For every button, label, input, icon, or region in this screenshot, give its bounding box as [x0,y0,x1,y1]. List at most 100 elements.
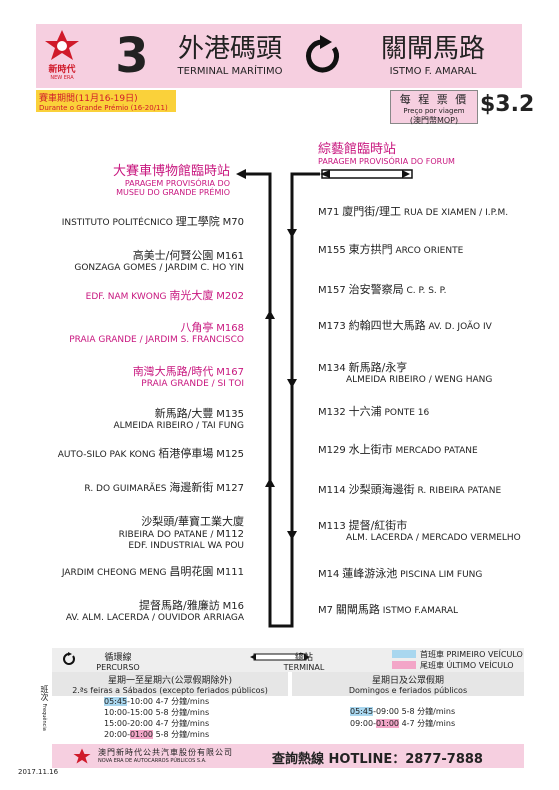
left-stop-line-1: R. DO GUIMARÃES 海邊新街 M127 [20,482,244,495]
last-bus-label: 尾班車 ÚLTIMO VEÍCULO [420,661,514,670]
schedule-frequency: 5-8 分鐘/mins [155,730,210,739]
logo-text-en: NEW ERA [50,75,74,81]
right-stop-item: M173 約翰四世大馬路 AV. D. JOÃO IV [318,320,538,333]
stop-code: M112 [216,529,244,540]
stop-code: M173 [318,321,346,332]
frequency-label-zh: 班次 [40,685,49,702]
left-stop-line-2: ALMEIDA RIBEIRO / TAI FUNG [20,421,244,432]
schedule-time: 09:00-01:00 [350,719,400,728]
left-stop-line-1: EDF. NAM KWONG 南光大廈 M202 [20,290,244,303]
legend-circular-zh: 循環線 [104,653,132,663]
right-stop-line: M134 新馬路/永亨 [318,362,538,375]
destination-zh: 關閘馬路 [380,34,485,64]
stop-code: M111 [216,567,244,578]
right-stop-item: M71 廈門街/理工 RUA DE XIAMEN / I.P.M. [318,206,538,219]
stop-name-pt: PRAIA GRANDE / JARDIM S. FRANCISCO [69,335,244,345]
terminal-museum-zh: 大賽車博物館臨時站 [112,164,230,179]
schedule-frequency: 4-7 分鐘/mins [155,697,210,706]
left-stop-line-2: GONZAGA GOMES / JARDIM C. HO YIN [20,263,244,274]
time-start: 05:45 [104,697,128,706]
right-stop-line: M71 廈門街/理工 RUA DE XIAMEN / I.P.M. [318,206,538,219]
right-stop-item: M157 治安警察局 C. P. S. P. [318,284,538,297]
weekday-header-pt: 2.ªs feiras a Sábados (excepto feriados … [72,686,268,695]
logo-text-zh: 新時代 [48,65,76,75]
stop-name-zh: 理工學院 [175,215,220,228]
time-start: 09:00 [350,719,374,728]
left-stop-line-1: 新馬路/大豐 M135 [20,408,244,421]
stop-name-pt: PRAIA GRANDE / SI TOI [141,379,244,389]
stop-name-pt: RIBEIRA DO PATANE / [118,530,214,540]
time-end: 10:00 [129,697,154,706]
right-stop-line: M132 十六浦 PONTE 16 [318,406,538,419]
stop-name-zh: 治安警察局 [348,283,404,296]
stop-name-zh: 南灣大馬路/時代 [132,365,214,378]
stop-name-pt: AUTO-SILO PAK KONG [57,450,156,460]
left-stop-line-2: AV. ALM. LACERDA / OUVIDOR ARRIAGA [20,613,244,624]
first-bus-swatch [392,650,416,658]
legend-terminal-zh: 總站 [294,653,313,663]
star-logo-icon [73,748,91,764]
schedule-frequency: 4-7 分鐘/mins [155,719,210,728]
fare-label-box: 每 程 票 價 Preço por viagem (澳門幣MOP) [390,90,478,125]
left-stop-line-2: RIBEIRA DO PATANE / M112 [20,529,244,541]
schedule-time: 05:45-09:00 [350,707,400,716]
left-stop-item: AUTO-SILO PAK KONG 栢港停車場 M125 [20,448,244,461]
left-stop-line-1: INSTITUTO POLITÉCNICO 理工學院 M70 [20,216,244,229]
origin-pt: TERMINAL MARÍTIMO [177,66,283,77]
holiday-column: 星期日及公眾假期 Domingos e feriados públicos 05… [292,672,524,728]
stop-code: M167 [216,367,244,378]
frequency-side-label: 班次 Frequência [36,672,50,744]
schedule-time: 05:45-10:00 [104,697,154,706]
schedule-time: 15:00-20:00 [104,719,154,728]
stop-name-zh: 東方拱門 [348,243,393,256]
right-stop-line: M14 蓮峰游泳池 PISCINA LIM FUNG [318,568,538,581]
schedule-time: 10:00-15:00 [104,708,154,717]
stop-name-zh: 廈門街/理工 [342,205,401,218]
time-start: 05:45 [350,707,374,716]
time-start: 20:00 [104,730,128,739]
right-stop-item: M155 東方拱門 ARCO ORIENTE [318,244,538,257]
right-stop-item: M114 沙梨頭海邊街 R. RIBEIRA PATANE [318,484,538,497]
left-stop-line-1: JARDIM CHEONG MENG 昌明花園 M111 [20,566,244,579]
holiday-header: 星期日及公眾假期 Domingos e feriados públicos [292,672,524,696]
frequency-label-pt: Frequência [41,703,47,731]
holiday-schedule-row: 05:45-09:00 5-8 分鐘/mins [350,706,455,717]
terminal-museum-pt1: PARAGEM PROVISÓRIA DO [124,179,230,188]
stop-name-pt: ARCO ORIENTE [395,246,464,256]
stop-code: M134 [318,363,346,374]
terminal-museum-pt2: MUSEU DO GRANDE PRÉMIO [116,188,230,197]
holiday-schedule-row: 09:00-01:00 4-7 分鐘/mins [350,718,455,729]
stop-name-zh: 南光大廈 [169,289,214,302]
last-bus-swatch [392,661,416,669]
time-end: 09:00 [375,707,400,716]
stop-name-zh: 提督/紅街市 [348,519,408,532]
company-name-zh: 澳門新時代公共汽車股份有限公司 [98,748,233,757]
stop-name-zh: 水上街市 [348,443,393,456]
hotline: 查詢熱線 HOTLINE：2877-7888 [272,752,483,767]
terminal-museum: 大賽車博物館臨時站 PARAGEM PROVISÓRIA DO MUSEU DO… [70,160,230,197]
stop-name-pt: EDF. NAM KWONG [85,292,167,302]
circular-route-icon [306,35,339,73]
stop-name-pt: PONTE 16 [384,408,430,418]
left-stop-item: INSTITUTO POLITÉCNICO 理工學院 M70 [20,216,244,229]
schedule-frequency: 4-7 分鐘/mins [401,719,456,728]
right-stop-item: M129 水上街市 MERCADO PATANE [318,444,538,457]
weekday-schedule-row: 15:00-20:00 4-7 分鐘/mins [104,718,209,729]
race-period-notice: 賽車期間(11月16-19日) Durante o Grande Prémio … [36,90,176,112]
time-end: 01:00 [375,719,400,728]
left-stop-item: JARDIM CHEONG MENG 昌明花園 M111 [20,566,244,579]
right-stop-item: M7 關閘馬路 ISTMO F.AMARAL [318,604,538,617]
stop-name-zh: 栢港停車場 [158,447,214,460]
stop-name-pt: R. RIBEIRA PATANE [417,486,502,496]
legend-bar: 循環線 PERCURSO CIRCULAR 總站 TERMINAL 首班車 PR… [52,648,524,681]
stop-name-pt: AV. ALM. LACERDA / OUVIDOR ARRIAGA [65,613,244,623]
time-end: 01:00 [129,730,154,739]
time-start: 10:00 [104,708,128,717]
stop-name-zh: 蓮峰游泳池 [342,567,398,580]
